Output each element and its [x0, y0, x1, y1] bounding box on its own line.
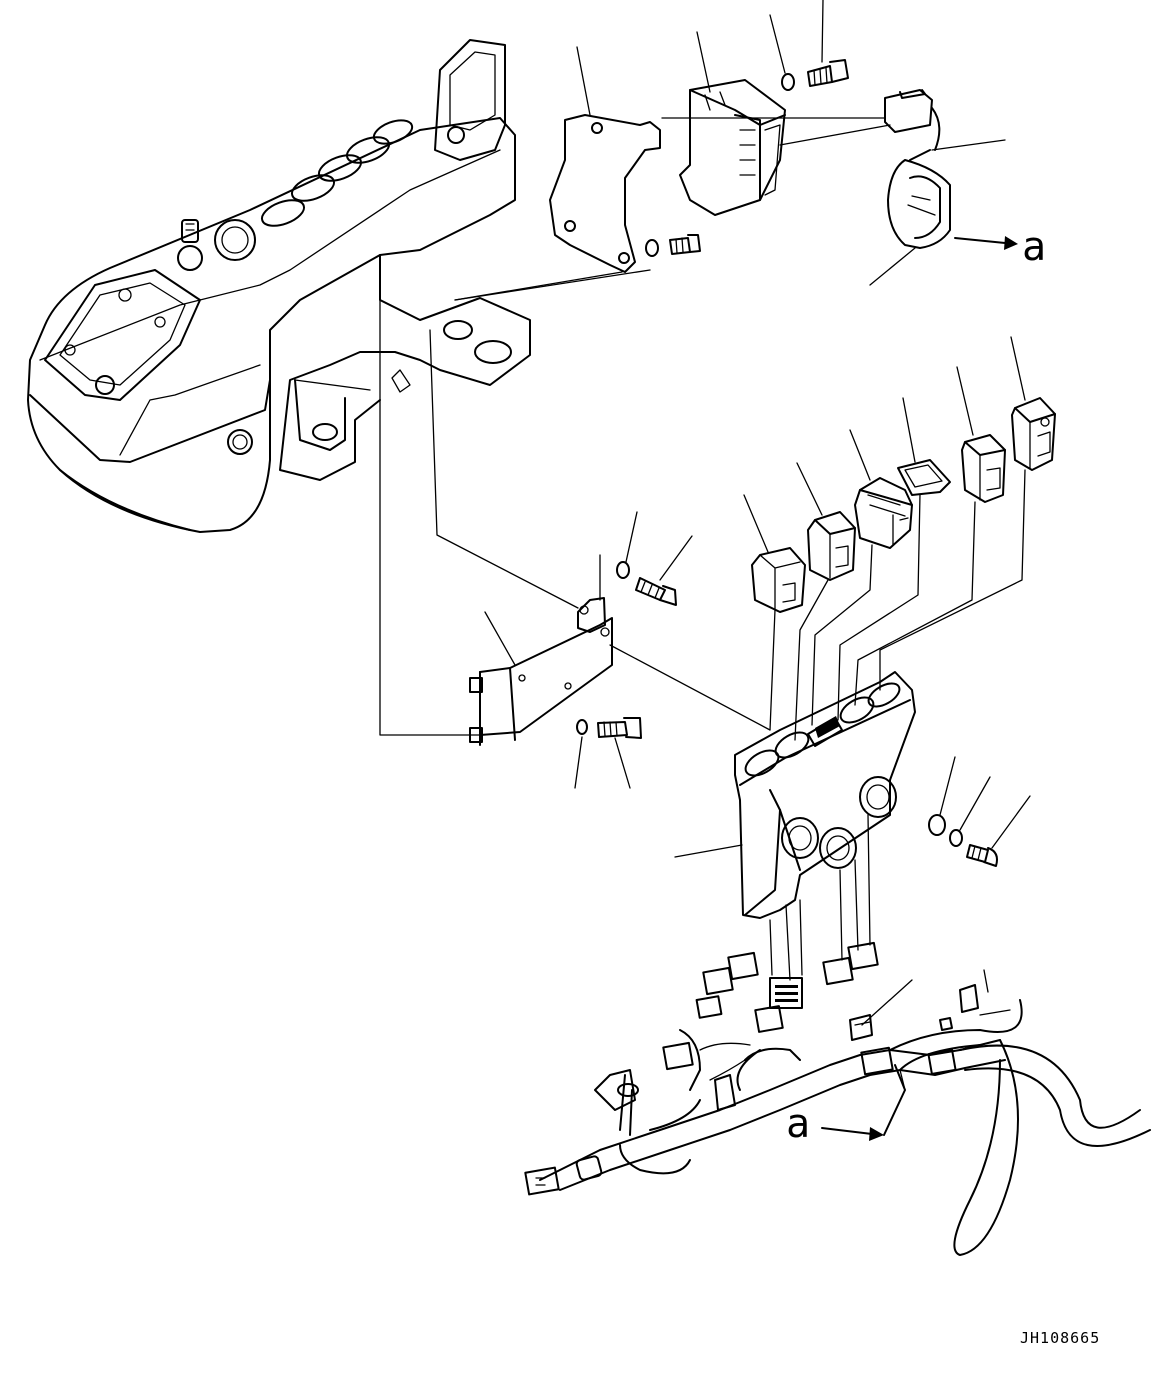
relay-connector — [884, 89, 941, 151]
arrow-a-bottom: a — [786, 1064, 906, 1147]
bracket-washer-bottom — [576, 719, 588, 735]
top-washer — [781, 73, 795, 91]
svg-text:a: a — [1022, 224, 1046, 270]
switch-bracket — [469, 597, 613, 746]
harness-connector-icon — [662, 1041, 694, 1071]
leader-lines — [379, 0, 1031, 1091]
bracket-washer-top — [616, 561, 630, 579]
blank-cover — [897, 459, 951, 496]
arrow-a-top: a — [954, 224, 1046, 270]
mounting-frame — [227, 254, 531, 481]
bracket-bolt-bottom-icon — [597, 717, 642, 739]
plate-washer — [645, 239, 659, 257]
top-bolt-icon — [807, 59, 849, 87]
buzzer-icon — [887, 149, 951, 249]
controller-unit — [679, 79, 786, 216]
switch-3 — [854, 477, 913, 549]
lock-lever — [434, 39, 506, 161]
console-switch-slots — [260, 119, 414, 227]
switch-2 — [807, 511, 856, 581]
console-assembly — [27, 39, 531, 533]
switch-panel — [734, 671, 916, 919]
key-switch-icon — [177, 219, 203, 271]
panel-knob-holes — [781, 776, 897, 869]
bracket-bolt-top-icon — [635, 577, 677, 606]
switch-5 — [1011, 397, 1056, 471]
harness-connector-end-icon — [524, 1166, 560, 1196]
panel-washer — [928, 814, 946, 836]
plate-bolt-icon — [669, 234, 701, 255]
panel-screw-icon — [966, 844, 998, 867]
dial-icon — [214, 219, 256, 261]
svg-text:a: a — [786, 1101, 810, 1147]
wiring-harness — [524, 941, 1151, 1256]
mounting-plate — [549, 114, 661, 273]
switch-1 — [751, 547, 806, 613]
clamp-icon — [849, 1014, 873, 1041]
panel-switch-openings — [744, 682, 901, 777]
multi-pin-connector-icon — [769, 977, 803, 1009]
switch-4 — [961, 434, 1006, 503]
panel-lock-washer — [949, 829, 963, 847]
drawing-code: JH108665 — [1020, 1329, 1100, 1347]
socket-bolt-icon — [95, 375, 115, 395]
